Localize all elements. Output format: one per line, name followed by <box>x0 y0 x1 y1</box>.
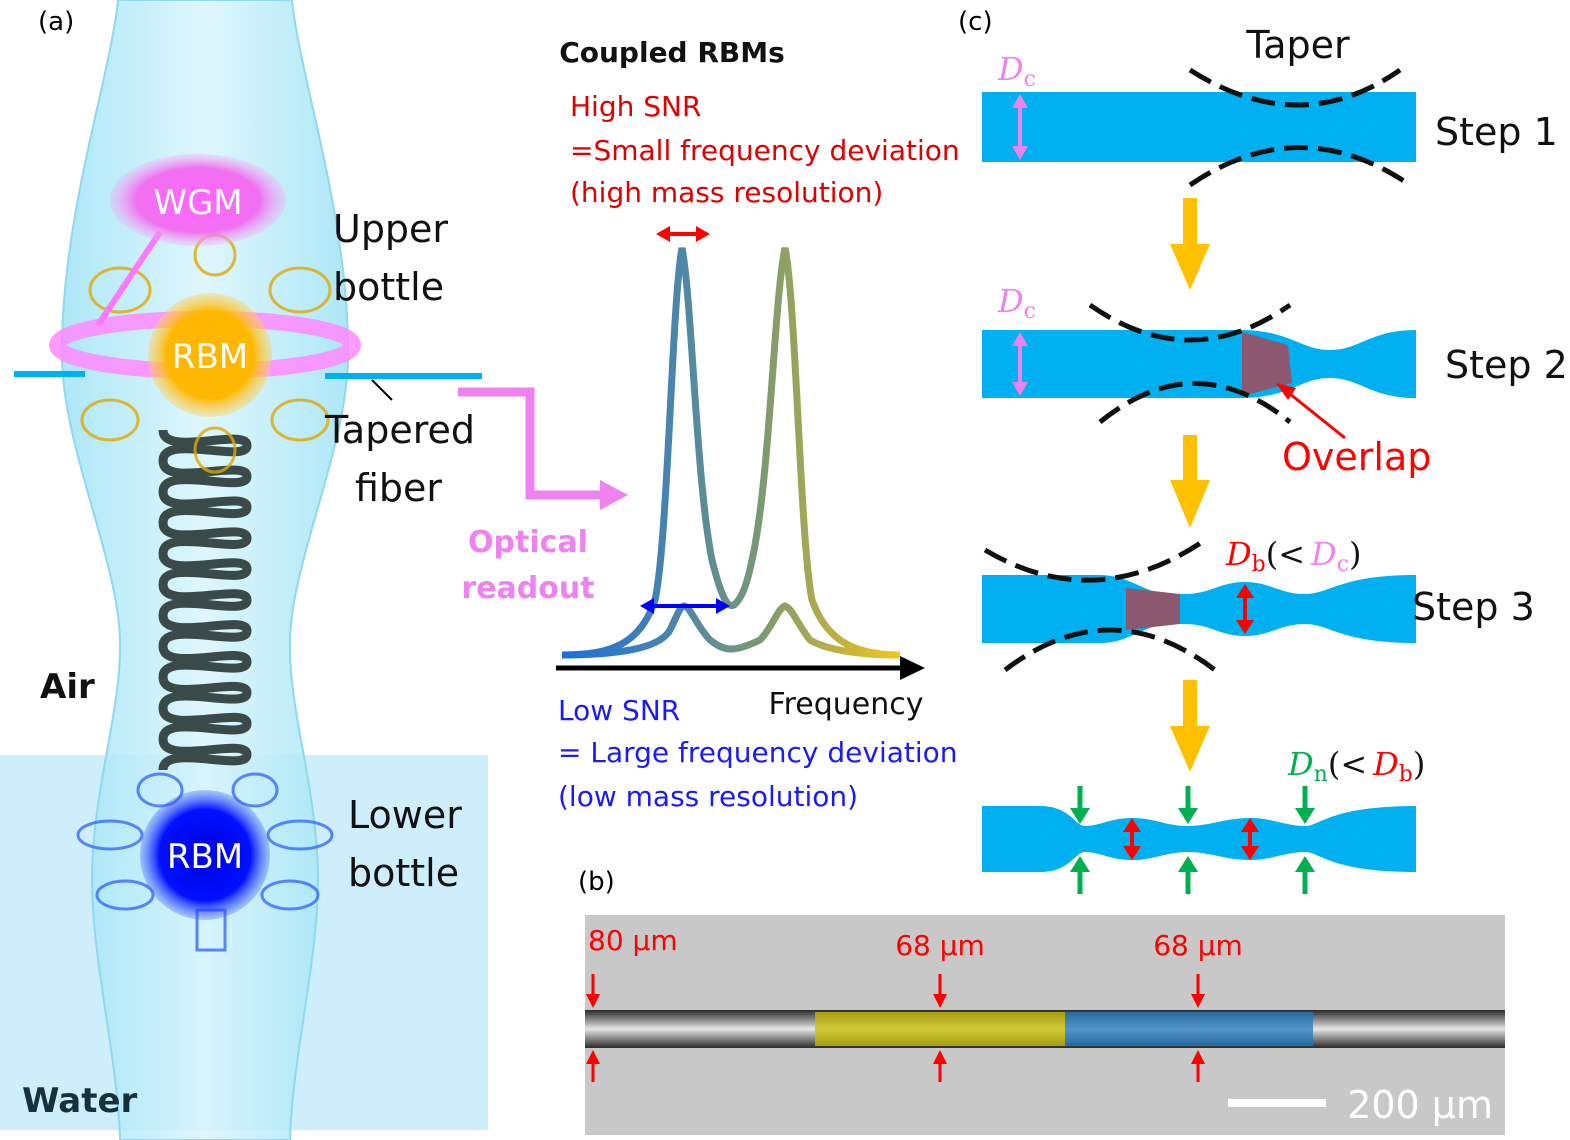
process-arrow-3-shaft <box>1183 680 1197 730</box>
step1-dc-arrowhead-bottom <box>1012 146 1028 160</box>
high-snr-arrowhead-right <box>696 226 710 242</box>
step2-taper-bottom <box>1098 381 1292 424</box>
step1-taper-bottom <box>1188 145 1412 188</box>
tapered-fiber-line2: fiber <box>355 466 442 510</box>
high-snr-line3: (high mass resolution) <box>570 176 883 209</box>
lower-bottle-line2: bottle <box>348 851 459 895</box>
low-snr-arrowhead-left <box>640 598 654 614</box>
water-label: Water <box>22 1081 138 1121</box>
spectrum-low-snr-curve <box>561 602 901 659</box>
step3-label: Step 3 <box>1412 585 1535 629</box>
upper-molecule-decoration <box>80 233 332 474</box>
step1-dc-symbol: Dc <box>997 50 1036 92</box>
step3-taper-bottom <box>1003 627 1217 672</box>
panel-a-label: (a) <box>38 7 74 37</box>
step2-dc-arrowhead-top <box>1012 332 1028 346</box>
optical-readout-arrowhead <box>600 480 628 510</box>
final-dn-expression: Dn(<Db) <box>1287 745 1425 787</box>
micrograph-lower-bottle-highlight <box>1065 1012 1313 1046</box>
spectrum-title: Coupled RBMs <box>559 36 785 69</box>
low-snr-line1: Low SNR <box>558 694 680 727</box>
micrograph-upper-bottle-highlight <box>815 1012 1065 1046</box>
lower-molecule-decoration <box>76 772 334 952</box>
scale-bar <box>1228 1099 1326 1107</box>
taper-label: Taper <box>1245 23 1350 67</box>
tapered-fiber-leader <box>371 379 393 401</box>
optical-readout-arrow <box>458 387 605 500</box>
wgm-glow <box>110 154 286 246</box>
optical-readout-line1: Optical <box>468 525 588 560</box>
step3-db-expression: Db(<Dc) <box>1225 535 1362 577</box>
rbm-upper-label: RBM <box>172 337 248 377</box>
high-snr-line1: High SNR <box>570 90 701 123</box>
optical-readout-line2: readout <box>461 571 594 606</box>
measure-68um-2: 68 μm <box>1153 929 1243 962</box>
step2-overlap-region <box>1242 332 1292 396</box>
step2-taper-top <box>1088 302 1292 343</box>
step1-taper-top <box>1188 67 1402 108</box>
overlap-label: Overlap <box>1282 435 1431 479</box>
measure-68um-1: 68 μm <box>895 929 985 962</box>
step3-db-arrowhead-bottom <box>1236 620 1254 634</box>
micrograph-measure-arrows <box>586 974 1205 1082</box>
final-db-arrows <box>1123 818 1259 860</box>
wgm-leader <box>95 230 163 327</box>
step1-label: Step 1 <box>1435 110 1558 154</box>
measure-80um: 80 μm <box>588 924 678 957</box>
step2-dc-symbol: Dc <box>997 282 1036 324</box>
step3-fiber <box>982 575 1416 643</box>
step2-label: Step 2 <box>1445 343 1568 387</box>
spectrum-high-snr-curve <box>561 247 901 659</box>
upper-bottle-line2: bottle <box>333 265 444 309</box>
process-arrow-1-shaft <box>1183 198 1197 248</box>
final-fiber <box>982 806 1416 872</box>
step1-fiber <box>982 92 1416 162</box>
rbm-lower-glow <box>140 790 270 920</box>
tapered-fiber-line1: Tapered <box>324 408 475 452</box>
panel-c-label: (c) <box>958 7 993 37</box>
high-snr-arrowhead-left <box>656 226 670 242</box>
process-arrow-3-head <box>1170 726 1210 772</box>
spring-coupler <box>158 428 252 772</box>
step2-dc-arrowhead-bottom <box>1012 382 1028 396</box>
frequency-axis-arrowhead <box>900 656 925 680</box>
step1-dc-arrowhead-top <box>1012 94 1028 108</box>
high-snr-line2: =Small frequency deviation <box>570 134 960 167</box>
lower-bottle-line1: Lower <box>348 793 462 837</box>
step3-taper-top <box>983 537 1207 583</box>
step3-db-arrowhead-top <box>1236 584 1254 598</box>
wgm-label: WGM <box>153 183 242 223</box>
step3-overlap-region <box>1126 588 1180 630</box>
upper-bottle-line1: Upper <box>333 207 448 251</box>
air-label: Air <box>40 667 95 707</box>
step2-fiber <box>982 330 1416 398</box>
overlap-pointer-head <box>1276 383 1296 400</box>
panel-b-label: (b) <box>578 867 615 897</box>
rbm-upper-glow <box>148 293 272 417</box>
frequency-axis-label: Frequency <box>769 687 924 722</box>
low-snr-line2: = Large frequency deviation <box>558 736 958 769</box>
process-arrow-1-head <box>1170 244 1210 290</box>
final-dn-arrows <box>1070 786 1315 894</box>
process-arrow-2-head <box>1170 480 1210 528</box>
scale-bar-label: 200 μm <box>1347 1083 1493 1127</box>
overlap-pointer <box>1284 388 1346 440</box>
low-snr-line3: (low mass resolution) <box>558 780 858 813</box>
low-snr-arrowhead-right <box>716 598 730 614</box>
process-arrow-2-shaft <box>1183 435 1197 485</box>
rbm-lower-label: RBM <box>167 837 243 877</box>
